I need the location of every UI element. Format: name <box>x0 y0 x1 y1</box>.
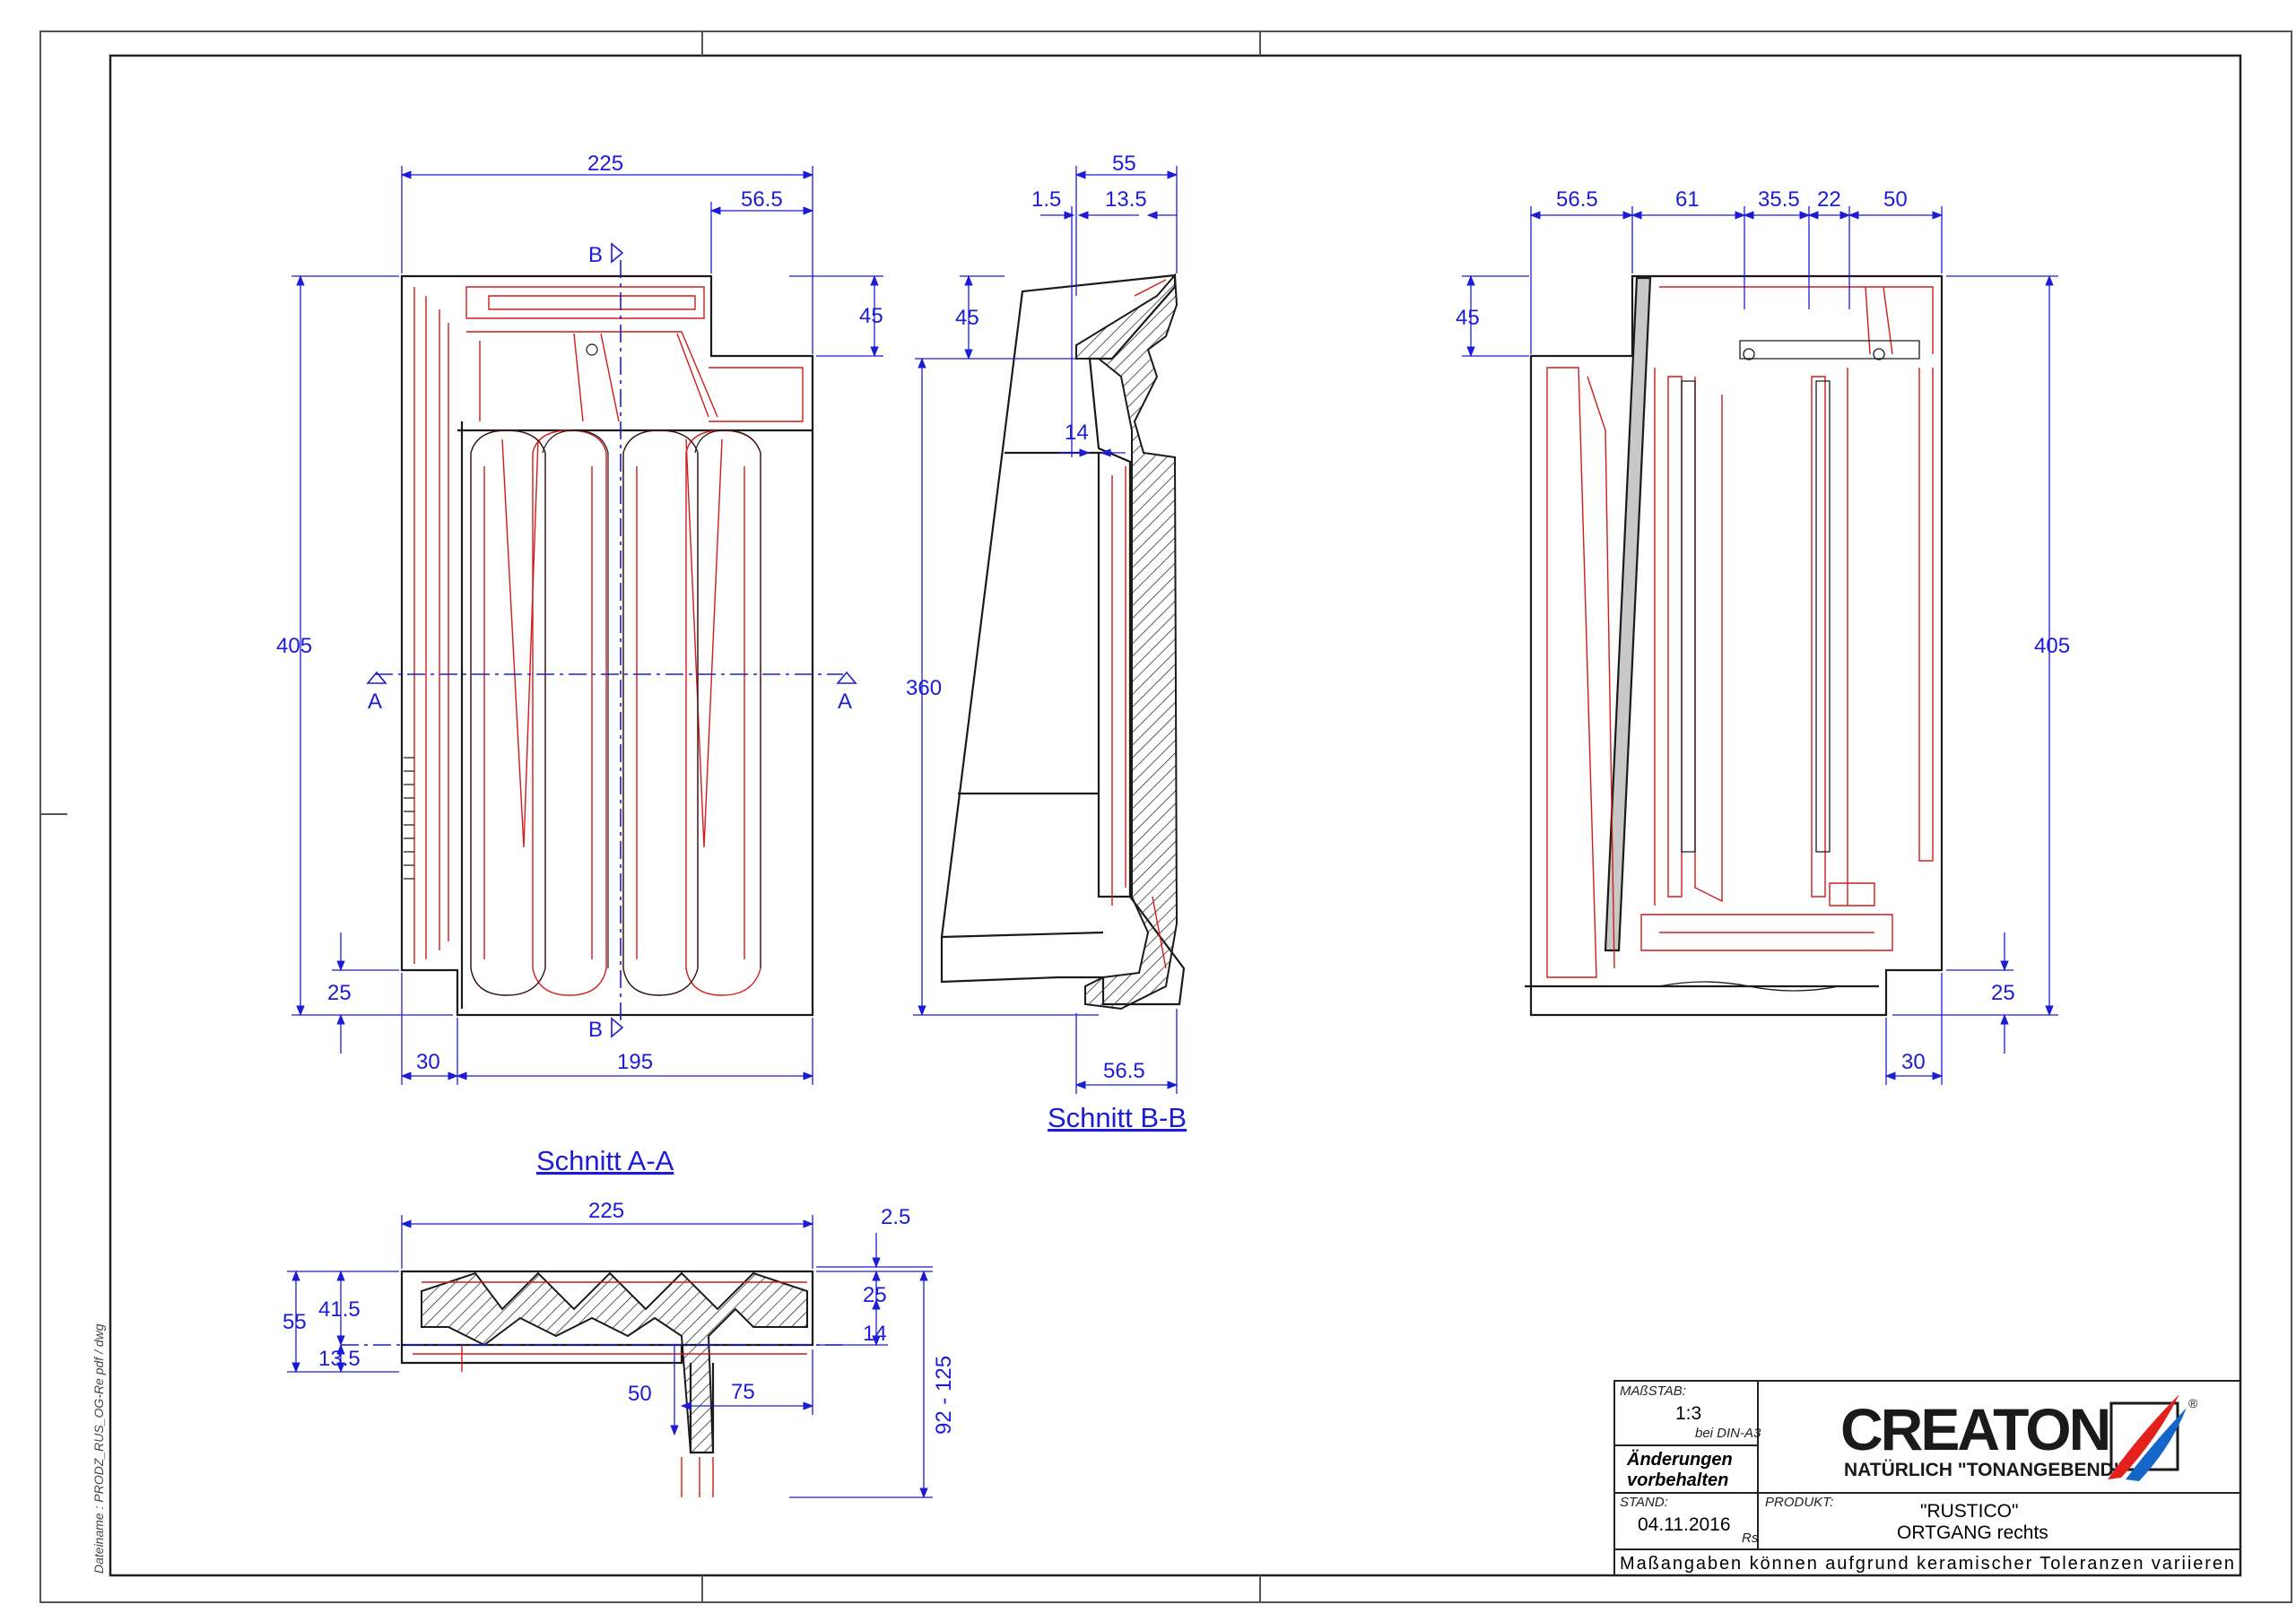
front-dim-top-offset: 45 <box>859 304 883 328</box>
brand-flame-icon <box>2108 1394 2187 1481</box>
front-dim-height-total: 405 <box>276 634 312 658</box>
product-name: "RUSTICO" <box>1920 1501 2018 1522</box>
section-aa-dimensions <box>287 1215 933 1499</box>
aa-dim-gap: 2.5 <box>881 1205 910 1229</box>
back-view-details <box>1546 286 1934 978</box>
back-dim-seg1: 56.5 <box>1556 187 1598 212</box>
bb-dim-top-offset: 45 <box>955 306 979 330</box>
aa-dim-range: 92 - 125 <box>932 1356 956 1435</box>
bb-dim-bottom-width: 56.5 <box>1103 1059 1145 1083</box>
scale-note: bei DIN-A3 <box>1695 1426 1761 1441</box>
aa-dim-width-total: 225 <box>588 1199 624 1223</box>
bb-dim-inner: 14 <box>1065 421 1089 445</box>
back-dimensions <box>1462 206 2058 1085</box>
back-dim-seg4: 22 <box>1817 187 1841 212</box>
marker-b-top: B <box>588 243 603 267</box>
marker-a-right-arrow <box>836 671 857 684</box>
scale-label: MAßSTAB: <box>1620 1383 1686 1399</box>
section-bb-title: Schnitt B-B <box>1048 1102 1187 1133</box>
front-view: 225 56.5 405 45 25 30 195 B B A A <box>276 152 883 1085</box>
section-aa-details <box>413 1281 807 1497</box>
back-dim-bottom-width: 30 <box>1901 1050 1926 1074</box>
back-dim-seg5: 50 <box>1883 187 1908 212</box>
changes-line: vorbehalten <box>1627 1470 1728 1490</box>
bb-dim-small-b: 13.5 <box>1105 187 1147 212</box>
tolerance-footer: Maßangaben können aufgrund keramischer T… <box>1620 1554 2234 1574</box>
section-bb-view: 55 1.5 13.5 45 14 360 56.5 Schnitt B-B <box>906 152 1187 1133</box>
front-section-lines <box>375 260 843 1022</box>
file-name-label: Dateiname : PRODZ_RUS_OG-Re pdf / dwg <box>91 1323 106 1574</box>
marker-a-left-arrow <box>366 671 387 684</box>
aa-dim-depth: 50 <box>628 1382 652 1406</box>
back-dim-bottom-offset: 25 <box>1991 981 2015 1005</box>
title-block: MAßSTAB: 1:3 bei DIN-A3 Änderungen vorbe… <box>1613 1380 2241 1576</box>
back-dim-seg3: 35.5 <box>1758 187 1800 212</box>
back-view: 56.5 61 35.5 22 50 45 405 25 30 <box>1456 187 2070 1085</box>
brand-logo: CREATON <box>1840 1396 2109 1462</box>
changes-note: Änderungen vorbehalten <box>1626 1449 1737 1490</box>
product-label: PRODUKT: <box>1765 1495 1833 1510</box>
marker-b-top-arrow <box>611 242 624 264</box>
front-dimensions <box>291 166 883 1085</box>
section-aa-title: Schnitt A-A <box>536 1145 674 1176</box>
scale-value: 1:3 <box>1675 1403 1701 1424</box>
front-dim-bottom-offset: 25 <box>327 981 352 1005</box>
marker-a-left: A <box>368 690 382 714</box>
aa-dim-height-a: 41.5 <box>318 1297 361 1322</box>
section-aa-view: Schnitt A-A <box>283 1145 956 1499</box>
brand-slogan: NATÜRLICH "TONANGEBEND" <box>1844 1460 2123 1480</box>
front-view-outline <box>400 274 814 1017</box>
bb-dim-small-a: 1.5 <box>1031 187 1061 212</box>
aa-dim-right-b: 14 <box>863 1322 887 1346</box>
marker-b-bottom: B <box>588 1018 603 1042</box>
section-bb-dimensions <box>913 166 1178 1094</box>
stand-label: STAND: <box>1620 1495 1668 1510</box>
product-variant: ORTGANG rechts <box>1897 1522 2048 1543</box>
marker-b-bottom-arrow <box>611 1017 624 1038</box>
sheet-frame <box>39 30 2292 1603</box>
aa-dim-right-a: 25 <box>863 1283 887 1307</box>
front-dim-left-width: 30 <box>416 1050 440 1074</box>
front-dim-width-total: 225 <box>587 152 623 176</box>
back-view-outline <box>1525 274 1944 1017</box>
back-dim-height-total: 405 <box>2034 634 2070 658</box>
bb-dim-height: 360 <box>906 676 942 700</box>
bb-dim-top-total: 55 <box>1112 152 1136 176</box>
stand-value: 04.11.2016 <box>1638 1514 1731 1535</box>
aa-dim-height-b: 13.5 <box>318 1347 361 1371</box>
section-bb-details <box>1111 279 1167 969</box>
changes-line: Änderungen <box>1626 1449 1733 1470</box>
marker-a-right: A <box>838 690 852 714</box>
back-view-inner <box>1658 340 1920 992</box>
back-dim-top-offset: 45 <box>1456 306 1480 330</box>
front-view-inner <box>404 343 761 996</box>
back-dim-seg2: 61 <box>1675 187 1700 212</box>
aa-dim-height-total: 55 <box>283 1310 307 1334</box>
stand-initials: Rs <box>1742 1531 1759 1546</box>
aa-dim-foot: 75 <box>731 1380 755 1404</box>
front-dim-main-width: 195 <box>617 1050 653 1074</box>
front-dim-width-right: 56.5 <box>741 187 783 212</box>
registered-mark: ® <box>2188 1396 2198 1410</box>
section-bb-hatch <box>1075 273 1178 1010</box>
